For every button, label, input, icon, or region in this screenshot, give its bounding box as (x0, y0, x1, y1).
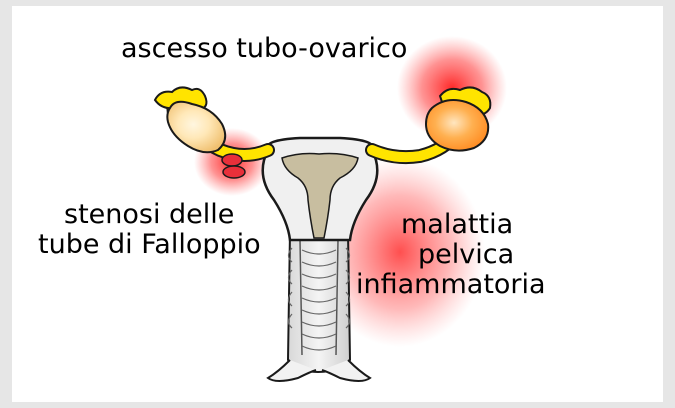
label-pid-1: malattia (401, 209, 513, 240)
label-stenosis-1: stenosi delle (64, 199, 234, 230)
label-stenosis-2: tube di Falloppio (38, 229, 261, 260)
label-abscess: ascesso tubo-ovarico (121, 33, 407, 64)
label-pid-3: infiammatoria (356, 269, 546, 300)
left-ovary (167, 102, 225, 153)
label-pid-2: pelvica (418, 239, 514, 270)
